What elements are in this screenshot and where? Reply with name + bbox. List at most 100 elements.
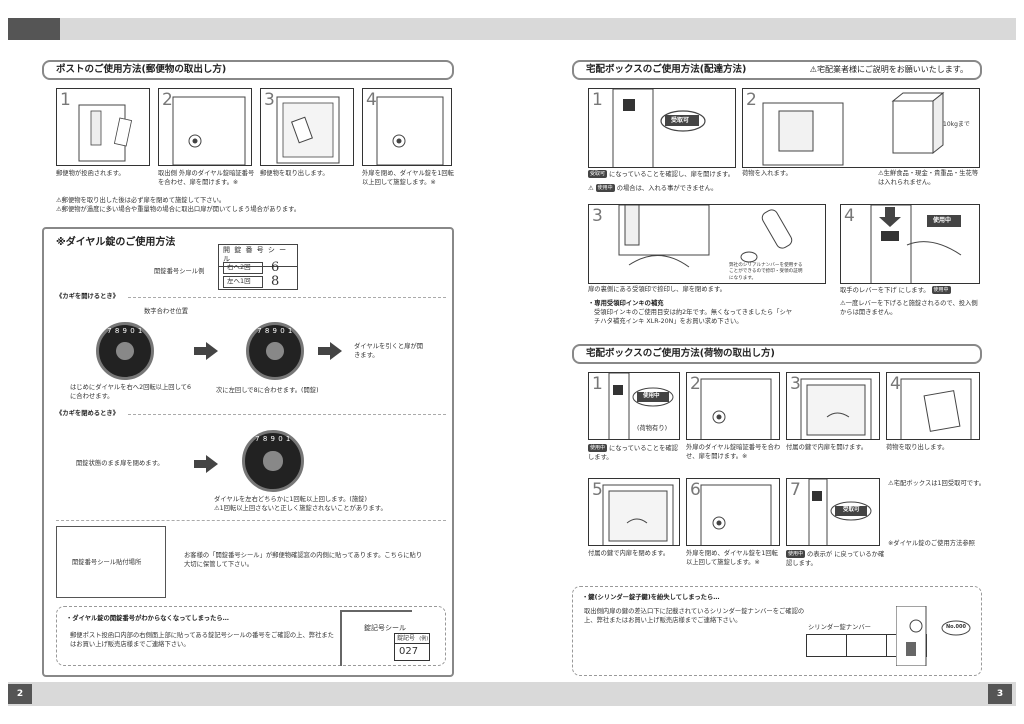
step-number: 3 <box>264 90 275 110</box>
dial-usage-box <box>42 227 454 677</box>
dial-lock-open-1: 7 8 9 0 1 <box>96 322 154 380</box>
step-number: 3 <box>790 374 801 394</box>
lock-seal-number: 027 <box>395 643 429 660</box>
divider <box>128 297 446 298</box>
page-number-left: 2 <box>8 684 32 704</box>
cylinder-number-cell <box>846 634 887 657</box>
take-mail-illustration <box>276 96 340 164</box>
pickup-step-7-panel: 7 受取可 <box>786 478 880 546</box>
dial-reference-note: ※ダイヤル錠のご使用方法参照 <box>888 540 975 547</box>
warning-icon: ⚠ <box>588 185 594 192</box>
seal-num-2: 8 <box>271 274 280 289</box>
delivery-step-2-caption: 荷物を入れます。 <box>742 170 792 177</box>
warning-icon: ⚠ <box>214 505 220 512</box>
close-step-2-text: ダイヤルを左右どちらかに1回転以上回します。(施錠) <box>214 496 367 503</box>
pickup-step-5-panel: 5 <box>588 478 680 546</box>
post-step-2-caption: 取出側 外扉のダイヤル錠暗証番号を合わせ、扉を開けます。※ <box>158 170 255 186</box>
pickup-step-6-panel: 6 <box>686 478 780 546</box>
stamp-illustration <box>618 205 793 268</box>
delivery-step-2-warning: ⚠生鮮食品・現金・貴重品・生花等は入れられません。 <box>878 170 979 186</box>
cylinder-number-cell <box>806 634 847 657</box>
warning-icon: ⚠ <box>878 170 884 177</box>
pickup-step-1-caption: 使用中 になっていることを確認します。 <box>588 444 678 461</box>
pickup-step-5-caption: 付属の鍵で内扉を閉めます。 <box>588 550 670 557</box>
lock-seal-title: 錠記号 <box>397 635 416 642</box>
pickup-step-4-caption: 荷物を取り出します。 <box>886 444 949 451</box>
post-step-3-panel: 3 <box>260 88 354 166</box>
delivery-step-4-caption: 取手のレバーを下げ にします。 使用中 <box>840 286 951 294</box>
lock-seal: 錠記号 (例) 027 <box>394 633 430 661</box>
close-heading: 《カギを閉めるとき》 <box>56 410 119 417</box>
close-inner-door-illustration <box>602 484 674 545</box>
post-step-1-caption: 郵便物が投函されます。 <box>56 170 125 177</box>
pickup-step-3-caption: 付属の鍵で内扉を開けます。 <box>786 444 868 451</box>
open-inner-door-illustration <box>800 378 872 439</box>
pickup-step-2-panel: 2 <box>686 372 780 440</box>
ink-refill-title: ・専用受領印インキの補充 <box>588 300 664 307</box>
delivery-step-4-warning: ⚠一度レバーを下げると施錠されるので、投入側からは開きません。 <box>840 300 978 316</box>
bottom-bar <box>8 682 1016 706</box>
pickup-step-6-caption: 外扉を閉め、ダイヤル錠を1回転以上回して施錠します。※ <box>686 550 778 566</box>
post-step-4-caption: 外扉を閉め、ダイヤル錠を1回転以上回して施錠します。※ <box>362 170 454 186</box>
step-number: 5 <box>592 480 603 500</box>
delivery-step-4-panel: 4 使用中 <box>840 204 980 284</box>
open-heading: 《カギを開けるとき》 <box>56 293 119 300</box>
open-step-2-text: 次に左回しで8に合わせます。(開錠) <box>216 387 319 394</box>
put-package-illustration <box>762 91 945 166</box>
badge-in-use: 使用中 <box>643 393 660 399</box>
delivery-usage-note: ⚠宅配業者様にご説明をお願いいたします。 <box>809 65 968 74</box>
lock-seal-label: 錠記号シール <box>364 624 406 632</box>
indicator-illustration <box>608 373 674 439</box>
post-usage-title: ポストのご使用方法(郵便物の取出し方) <box>42 60 454 80</box>
step-number: 1 <box>592 374 603 394</box>
cylinder-number-label: シリンダー錠ナンバー <box>808 624 871 631</box>
mailbox-illustration <box>78 104 133 162</box>
serial-note: 弊社のシリアルナンバーを使用することができるので捺印・受領の証明になります。 <box>729 263 803 281</box>
package-present-label: (荷物有り) <box>637 425 668 432</box>
indicator-illustration <box>612 89 706 167</box>
forgot-number-box <box>56 606 446 666</box>
step-number: 1 <box>60 90 71 110</box>
seal-num-1: 6 <box>271 260 280 275</box>
key-lost-title: ・鍵(シリンダー錠子鍵)を紛失してしまったら… <box>582 594 720 601</box>
post-note-2: ⚠郵便物が過度に多い場合や重量物の場合に取出口扉が開いてしまう場合があります。 <box>56 206 301 213</box>
badge-accept: 受取可 <box>671 117 690 124</box>
step-number: 4 <box>844 206 855 226</box>
step-number: 2 <box>690 374 701 394</box>
warning-icon: ⚠ <box>56 197 62 204</box>
indicator-illustration <box>808 479 872 545</box>
close-warning: ⚠1回転以上回さないと正しく施錠されないことがあります。 <box>214 505 387 512</box>
seal-row-2: 左へ1回 <box>223 276 263 288</box>
pickup-step-3-panel: 3 <box>786 372 880 440</box>
step-number: 2 <box>746 90 757 110</box>
dial-door-illustration <box>172 96 246 165</box>
delivery-step-2-panel: 2 10kgまで <box>742 88 980 168</box>
arrow-right-icon <box>194 342 218 360</box>
closed-door-illustration <box>700 484 772 545</box>
seal-place-label: 開錠番号シール貼付場所 <box>72 559 142 566</box>
key-illustration <box>896 606 971 666</box>
warning-icon: ⚠ <box>809 65 817 74</box>
step-number: 4 <box>366 90 377 110</box>
badge-accept: 受取可 <box>843 507 860 513</box>
page-number-right: 3 <box>988 684 1012 704</box>
post-step-3-caption: 郵便物を取り出します。 <box>260 170 329 177</box>
divider <box>56 520 446 521</box>
top-bar <box>8 18 1016 40</box>
arrow-right-icon <box>194 455 218 473</box>
post-note-1: ⚠郵便物を取り出した後は必ず扉を閉めて施錠して下さい。 <box>56 197 226 204</box>
post-step-4-panel: 4 <box>362 88 452 166</box>
key-number-label: No.000 <box>946 624 966 630</box>
delivery-step-1-warning: ⚠ 使用中 の場合は、入れる事ができません。 <box>588 184 718 192</box>
warning-icon: ⚠ <box>888 480 894 487</box>
forgot-number-title: ・ダイヤル錠の開錠番号がわからなくなってしまったら… <box>66 615 229 622</box>
pickup-usage-title: 宅配ボックスのご使用方法(荷物の取出し方) <box>572 344 982 364</box>
open-result-text: ダイヤルを引くと扉が開きます。 <box>354 343 424 359</box>
take-package-illustration <box>900 378 972 439</box>
dial-pointer-label: 数字合わせ位置 <box>144 308 189 315</box>
step-number: 6 <box>690 480 701 500</box>
seal-place-note: お客様の「開錠番号シール」が郵便物確認窓の内側に貼ってあります。こちらに貼り大切… <box>184 552 423 568</box>
delivery-step-1-caption: 受取可 になっていることを確認し、扉を開けます。 <box>588 170 735 178</box>
badge-in-use: 使用中 <box>933 217 952 224</box>
step-number: 7 <box>790 480 801 500</box>
